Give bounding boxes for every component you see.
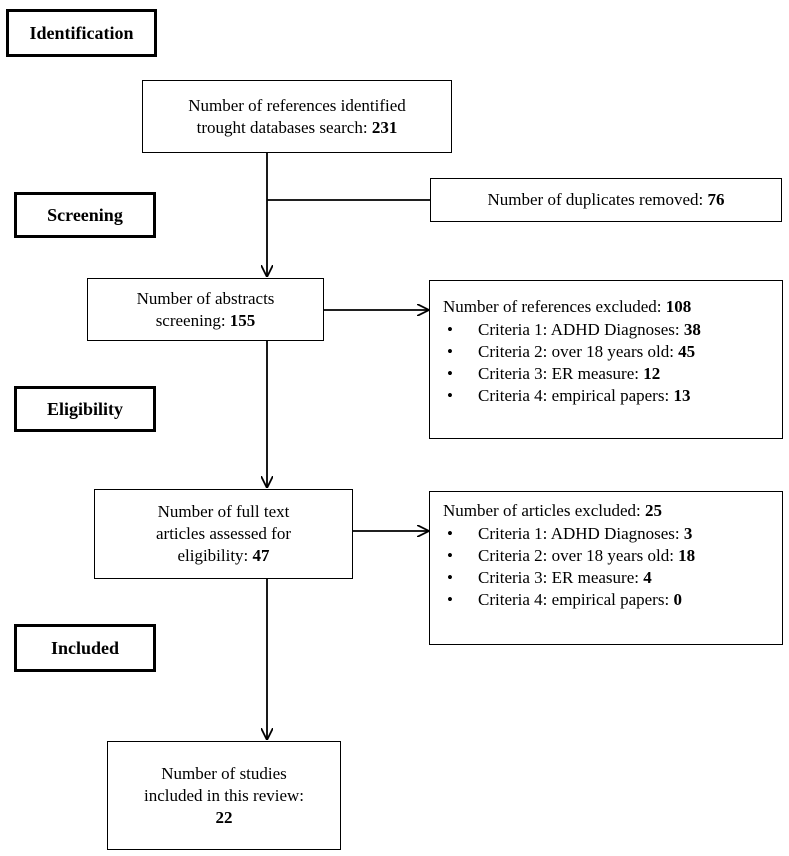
refs-excluded-criteria-list: •Criteria 1: ADHD Diagnoses: 38 •Criteri… [443, 319, 782, 407]
duplicates-box: Number of duplicates removed: 76 [430, 178, 782, 222]
fulltext-line2: articles assessed for [155, 524, 291, 543]
list-item: •Criteria 1: ADHD Diagnoses: 38 [447, 320, 701, 339]
list-item: •Criteria 2: over 18 years old: 45 [447, 342, 696, 361]
list-item: •Criteria 3: ER measure: 4 [447, 568, 652, 587]
fulltext-line3: eligibility: [177, 546, 249, 565]
studies-count: 22 [215, 807, 233, 827]
articles-excluded-box: Number of articles excluded: 25 •Criteri… [429, 491, 783, 645]
references-excluded-box: Number of references excluded: 108 •Crit… [429, 280, 783, 439]
articles-excluded-criteria-list: •Criteria 1: ADHD Diagnoses: 3 •Criteria… [443, 523, 782, 611]
identified-line1: Number of references identified [188, 95, 406, 115]
fulltext-count: 47 [252, 546, 270, 565]
studies-included-box: Number of studies included in this revie… [107, 741, 341, 850]
fulltext-line1: Number of full text [157, 502, 290, 521]
list-item: •Criteria 2: over 18 years old: 18 [447, 546, 696, 565]
articles-excluded-count: 25 [645, 501, 663, 520]
articles-excluded-label: Number of articles excluded: [443, 501, 641, 520]
duplicates-label: Number of duplicates removed: [487, 190, 704, 209]
stage-eligibility: Eligibility [14, 386, 156, 432]
identified-box: Number of references identified trought … [142, 80, 452, 153]
refs-excluded-label: Number of references excluded: [443, 297, 662, 316]
list-item: •Criteria 4: empirical papers: 0 [447, 590, 682, 609]
studies-line2: included in this review: [143, 785, 305, 805]
studies-line1: Number of studies [161, 763, 287, 783]
list-item: •Criteria 4: empirical papers: 13 [447, 386, 691, 405]
abstracts-line1: Number of abstracts [136, 288, 275, 308]
stage-screening: Screening [14, 192, 156, 238]
fulltext-box: Number of full text articles assessed fo… [94, 489, 353, 579]
abstracts-box: Number of abstracts screening: 155 [87, 278, 324, 341]
list-item: •Criteria 1: ADHD Diagnoses: 3 [447, 524, 693, 543]
identified-line2: trought databases search: [196, 117, 368, 137]
duplicates-count: 76 [707, 190, 725, 209]
list-item: •Criteria 3: ER measure: 12 [447, 364, 661, 383]
identified-count: 231 [371, 117, 398, 137]
abstracts-count: 155 [229, 310, 256, 330]
stage-included: Included [14, 624, 156, 672]
refs-excluded-count: 108 [665, 297, 692, 316]
stage-identification: Identification [6, 9, 157, 57]
abstracts-line2: screening: [155, 310, 226, 330]
